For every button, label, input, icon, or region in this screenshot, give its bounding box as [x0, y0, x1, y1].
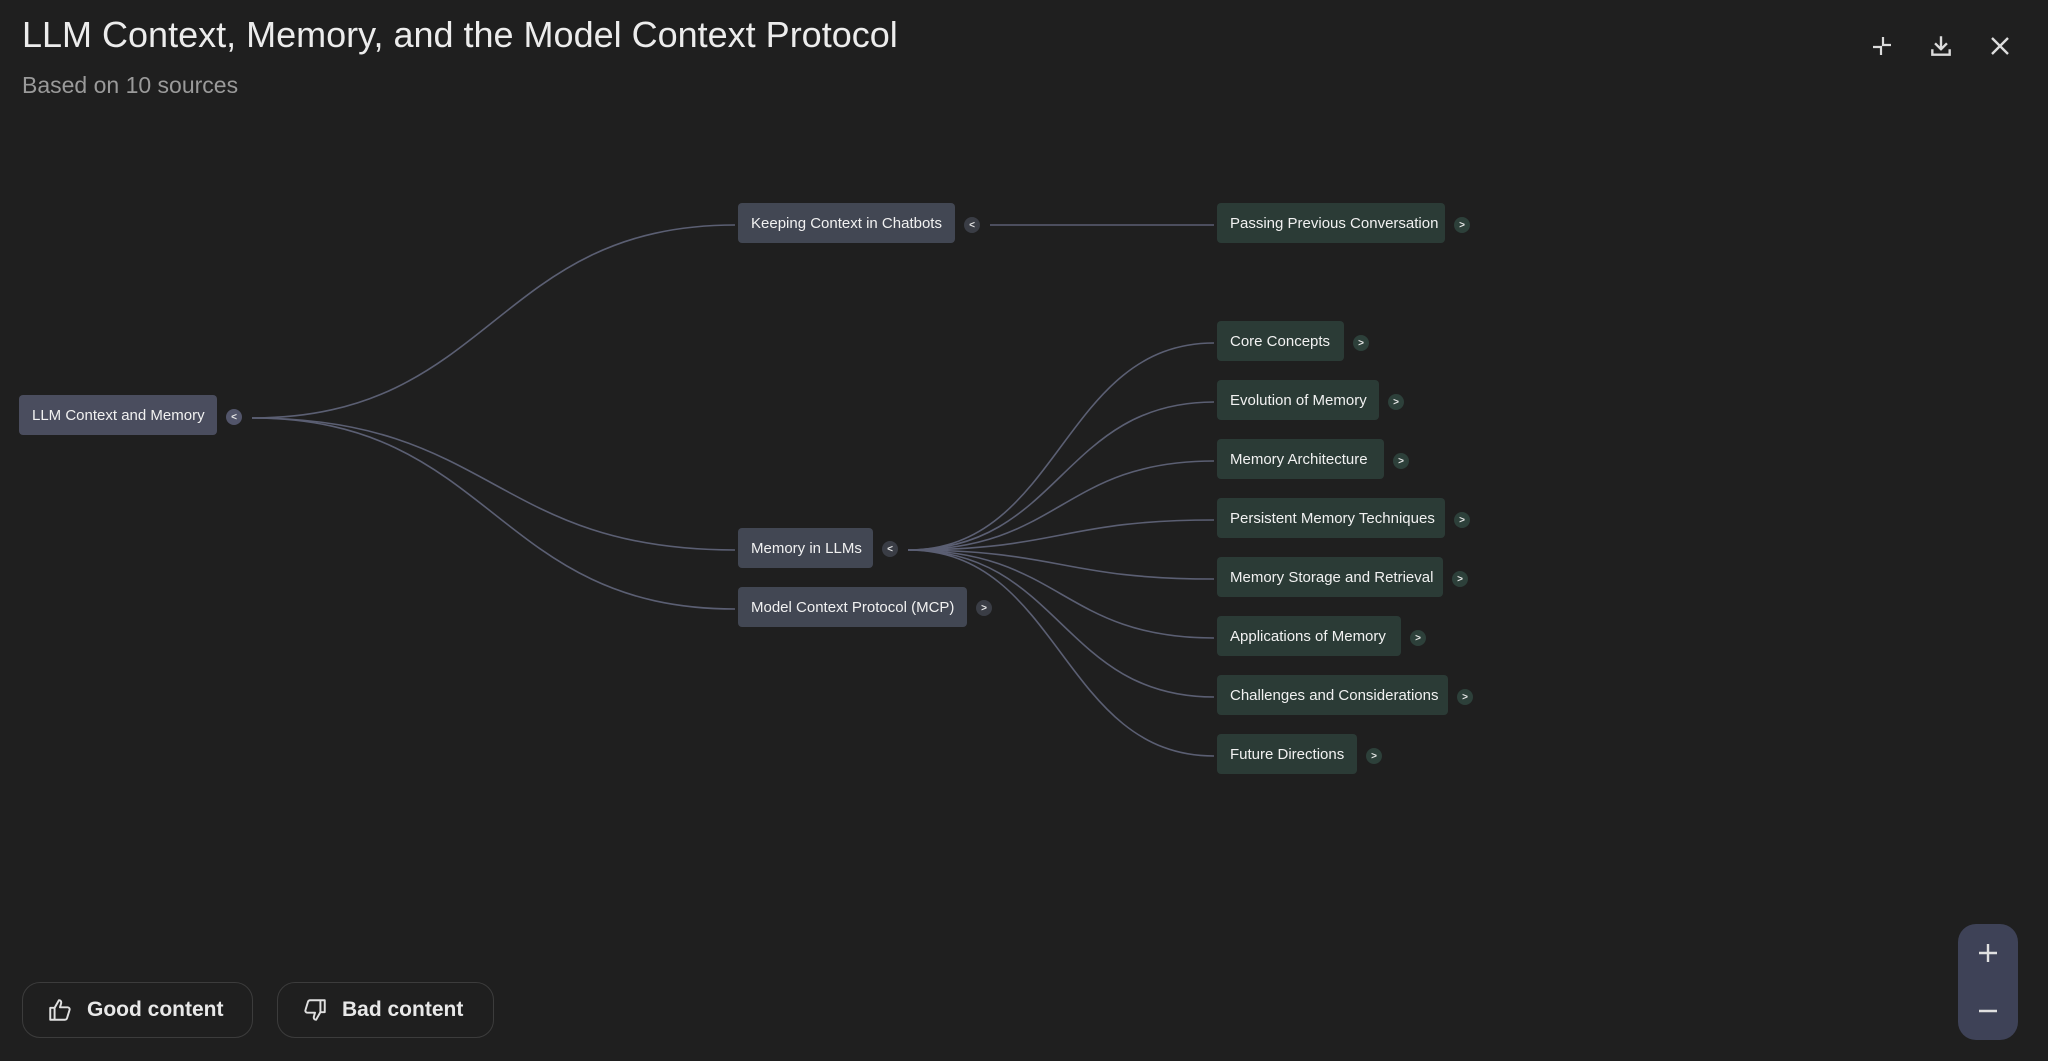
leaf-toggle-persistent-memory-techniques[interactable]: >: [1454, 512, 1470, 528]
bad-content-label: Bad content: [342, 998, 464, 1021]
page-title: LLM Context, Memory, and the Model Conte…: [22, 14, 898, 55]
leaf-toggle-passing-previous-conversation[interactable]: >: [1454, 217, 1470, 233]
leaf-node-persistent-memory-techniques[interactable]: Persistent Memory Techniques: [1217, 498, 1445, 538]
bad-content-button[interactable]: Bad content: [277, 982, 494, 1038]
collapse-icon: [1873, 37, 1891, 55]
leaf-node-future-directions[interactable]: Future Directions: [1217, 734, 1357, 774]
leaf-toggle-challenges-and-considerations[interactable]: >: [1457, 689, 1473, 705]
collapse-button[interactable]: [1862, 26, 1902, 66]
close-icon: [1991, 37, 2009, 55]
branch-toggle-keeping-context[interactable]: <: [964, 217, 980, 233]
branch-node-keeping-context[interactable]: Keeping Context in Chatbots: [738, 203, 955, 243]
download-button[interactable]: [1921, 26, 1961, 66]
leaf-node-applications-of-memory[interactable]: Applications of Memory: [1217, 616, 1401, 656]
mindmap-link: [907, 342, 1215, 551]
plus-icon: [1979, 944, 1997, 962]
zoom-out-button[interactable]: [1958, 982, 2018, 1040]
leaf-node-memory-storage-and-retrieval[interactable]: Memory Storage and Retrieval: [1217, 557, 1443, 597]
leaf-toggle-memory-storage-and-retrieval[interactable]: >: [1452, 571, 1468, 587]
mindmap-link: [907, 549, 1215, 639]
leaf-node-memory-architecture[interactable]: Memory Architecture: [1217, 439, 1384, 479]
mindmap-link: [907, 549, 1215, 580]
branch-node-memory-in-llms[interactable]: Memory in LLMs: [738, 528, 873, 568]
mindmap-link: [907, 549, 1215, 757]
leaf-toggle-future-directions[interactable]: >: [1366, 748, 1382, 764]
thumbs-up-icon: [49, 999, 71, 1021]
thumbs-down-icon: [304, 999, 326, 1021]
leaf-toggle-evolution-of-memory[interactable]: >: [1388, 394, 1404, 410]
zoom-controls: [1958, 924, 2018, 1040]
good-content-label: Good content: [87, 998, 224, 1021]
download-icon: [1931, 36, 1951, 56]
mindmap-link: [907, 460, 1215, 551]
branch-toggle-memory-in-llms[interactable]: <: [882, 541, 898, 557]
mindmap-root-node[interactable]: LLM Context and Memory: [19, 395, 217, 435]
root-collapse-toggle[interactable]: <: [226, 409, 242, 425]
leaf-node-challenges-and-considerations[interactable]: Challenges and Considerations: [1217, 675, 1448, 715]
leaf-toggle-memory-architecture[interactable]: >: [1393, 453, 1409, 469]
mindmap-link: [907, 549, 1215, 698]
zoom-in-button[interactable]: [1958, 924, 2018, 982]
leaf-node-passing-previous-conversation[interactable]: Passing Previous Conversation: [1217, 203, 1445, 243]
mindmap-link: [907, 519, 1215, 551]
leaf-node-evolution-of-memory[interactable]: Evolution of Memory: [1217, 380, 1379, 420]
leaf-toggle-applications-of-memory[interactable]: >: [1410, 630, 1426, 646]
leaf-node-core-concepts[interactable]: Core Concepts: [1217, 321, 1344, 361]
good-content-button[interactable]: Good content: [22, 982, 253, 1038]
mindmap-link: [251, 417, 736, 551]
minus-icon: [1979, 1009, 1997, 1013]
leaf-toggle-core-concepts[interactable]: >: [1353, 335, 1369, 351]
close-button[interactable]: [1980, 26, 2020, 66]
branch-node-mcp[interactable]: Model Context Protocol (MCP): [738, 587, 967, 627]
branch-toggle-mcp[interactable]: >: [976, 600, 992, 616]
mindmap-link: [907, 401, 1215, 551]
mindmap-link: [251, 224, 736, 419]
mindmap-link: [251, 417, 736, 610]
page-subtitle: Based on 10 sources: [22, 72, 239, 98]
